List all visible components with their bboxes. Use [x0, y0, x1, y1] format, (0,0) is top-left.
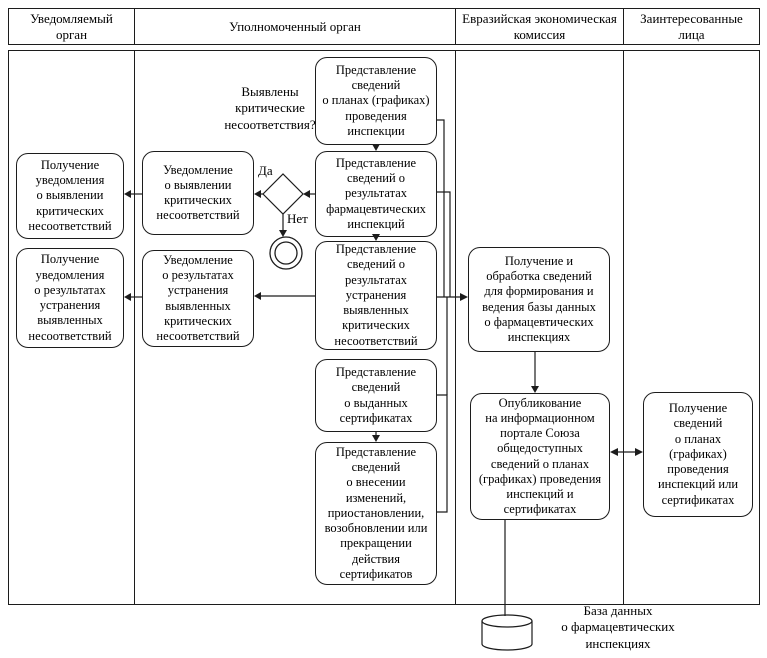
task-submit-results: Представление сведений о результатах фар… — [315, 151, 437, 237]
task-submit-resolution: Представление сведений о результатах уст… — [315, 241, 437, 350]
lane-header-stakeholders: Заинтересованные лица — [623, 9, 759, 44]
task-notify-critical: Уведомление о выявлении критических несо… — [142, 151, 254, 235]
task-receive-resolution-notice: Получение уведомления о результатах устр… — [16, 248, 124, 348]
lane-header-notified-body: Уведомляемый орган — [9, 9, 134, 44]
task-eec-publication: Опубликование на информационном портале … — [470, 393, 610, 520]
task-submit-certificates: Представление сведений о выданных сертиф… — [315, 359, 437, 432]
swimlane-header: Уведомляемый орган Уполномоченный орган … — [8, 8, 760, 45]
lane-header-label: Заинтересованные лица — [640, 11, 743, 42]
lane-divider — [623, 50, 624, 605]
lane-header-label: Уведомляемый орган — [30, 11, 113, 42]
task-notify-resolution: Уведомление о результатах устранения выя… — [142, 250, 254, 347]
gateway-yes-label: Да — [258, 163, 273, 178]
lane-header-eec: Евразийская экономическая комиссия — [455, 9, 623, 44]
gateway-diamond-icon — [262, 173, 304, 215]
end-event-inner-circle-icon — [274, 241, 298, 265]
lane-divider — [134, 50, 135, 605]
database-label: База данных о фармацевтических инспекция… — [561, 603, 675, 651]
gateway-question-label: Выявлены критические несоответствия? — [224, 84, 316, 132]
task-eec-processing: Получение и обработка сведений для форми… — [468, 247, 610, 352]
diagram-body-frame — [8, 50, 760, 605]
task-stakeholders-receive: Получение сведений о планах (графиках) п… — [643, 392, 753, 517]
lane-header-label: Уполномоченный орган — [229, 18, 361, 34]
lane-header-authorized-body: Уполномоченный орган — [134, 9, 455, 44]
database-cylinder-icon — [481, 621, 533, 651]
gateway-no-label: Нет — [287, 211, 308, 226]
task-receive-critical-notice: Получение уведомления о выявлении критич… — [16, 153, 124, 239]
database-cylinder-top-icon — [481, 614, 533, 628]
task-submit-changes: Представление сведений о внесении измене… — [315, 442, 437, 585]
task-submit-plans: Представление сведений о планах (графика… — [315, 57, 437, 145]
lane-header-label: Евразийская экономическая комиссия — [462, 11, 617, 42]
lane-divider — [455, 50, 456, 605]
